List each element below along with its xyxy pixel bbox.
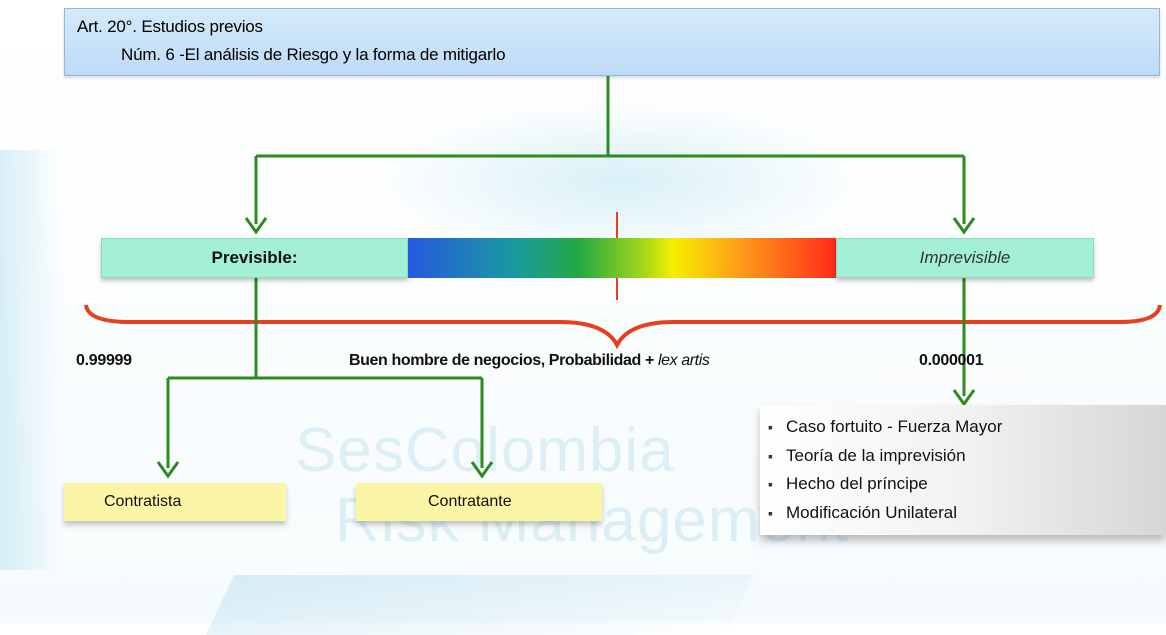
arrow-head-imprevisible: [952, 217, 976, 235]
arrow-head-contratante: [470, 461, 494, 479]
bullet-icon: ▪: [768, 419, 773, 435]
contratista-box: Contratista: [64, 483, 286, 521]
probability-high: 0.99999: [76, 352, 132, 369]
scale-brace: [84, 304, 1162, 350]
bullet-icon: ▪: [768, 447, 773, 464]
criteria-text: Buen hombre de negocios, Probabilidad +: [349, 352, 658, 369]
contratante-box: Contratante: [356, 483, 602, 521]
probability-low: 0.000001: [919, 352, 984, 369]
arrow-head-contratista: [156, 461, 180, 479]
cause-item: ▪ Teoría de la imprevisión: [760, 442, 1166, 471]
watermark-shape: [0, 150, 60, 570]
cause-item: ▪ Caso fortuito - Fuerza Mayor: [760, 413, 1166, 442]
causes-list: ▪ Caso fortuito - Fuerza Mayor ▪ Teoría de…: [760, 405, 1166, 527]
bullet-icon: ▪: [768, 504, 773, 521]
bullet-icon: ▪: [768, 476, 773, 492]
previsible-box: Previsible:: [101, 238, 408, 278]
arrow-head-causes: [952, 389, 976, 407]
cause-item: ▪ Hecho del príncipe: [760, 470, 1166, 499]
cause-label: Hecho del príncipe: [786, 474, 928, 493]
causes-box: ▪ Caso fortuito - Fuerza Mayor ▪ Teoría de…: [760, 405, 1166, 535]
criteria-label: Buen hombre de negocios, Probabilidad + …: [349, 352, 710, 370]
imprevisible-box: Imprevisible: [836, 238, 1094, 278]
arrow-head-previsible: [244, 217, 268, 235]
header-title: Art. 20°. Estudios previos: [77, 17, 263, 36]
cause-label: Modificación Unilateral: [786, 502, 958, 522]
cause-label: Caso fortuito - Fuerza Mayor: [786, 417, 1003, 436]
criteria-emphasis: lex artis: [657, 352, 710, 369]
header-subtitle: Núm. 6 -El análisis de Riesgo y la forma…: [121, 45, 506, 64]
cause-label: Teoría de la imprevisión: [786, 445, 966, 465]
probability-gradient-bar: [408, 238, 836, 278]
watermark-logo-swirl: [380, 100, 860, 260]
header-box: Art. 20°. Estudios previos Núm. 6 -El an…: [64, 8, 1160, 76]
cause-item: ▪ Modificación Unilateral: [760, 499, 1166, 528]
